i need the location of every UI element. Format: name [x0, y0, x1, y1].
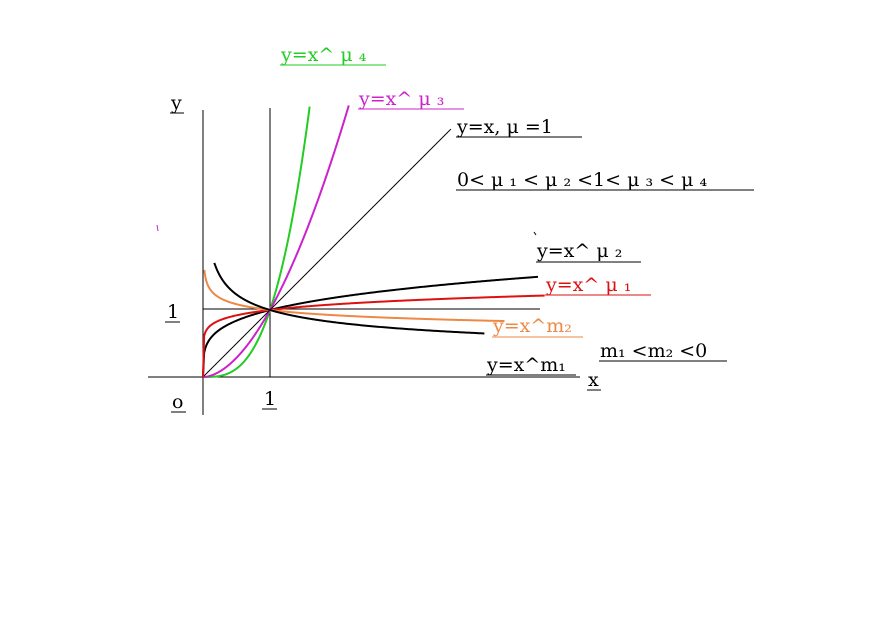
curve-m1: [213, 262, 485, 335]
label-mu3: y=x^ μ ₃: [358, 88, 444, 110]
curve-m2: [203, 269, 505, 323]
label-m1: y=x^m₁: [486, 354, 566, 376]
label-identity: y=x, μ =1: [456, 116, 553, 138]
label-m2: y=x^m₂: [492, 315, 572, 337]
x-one-label: 1: [264, 388, 276, 410]
y-axis-label: y: [170, 92, 182, 114]
label-order-positive: 0< μ ₁ < μ ₂ <1< μ ₃ < μ ₄: [457, 169, 707, 191]
curve-mu4: [203, 106, 311, 378]
x-axis-label: x: [588, 369, 599, 391]
label-mu2: y=x^ μ ₂: [536, 240, 622, 262]
stray-mark: [533, 231, 537, 236]
curve-mu1: [202, 294, 545, 378]
label-order-negative: m₁ <m₂ <0: [600, 340, 707, 362]
curve-mu2: [202, 275, 539, 378]
label-mu4: y=x^ μ ₄: [280, 44, 367, 66]
curve-mu3: [202, 105, 350, 378]
origin-label: o: [172, 391, 183, 413]
label-mu1: y=x^ μ ₁: [545, 274, 631, 296]
curve-identity: [202, 128, 452, 378]
y-one-label: 1: [167, 301, 179, 323]
stray-mark: [156, 224, 159, 232]
